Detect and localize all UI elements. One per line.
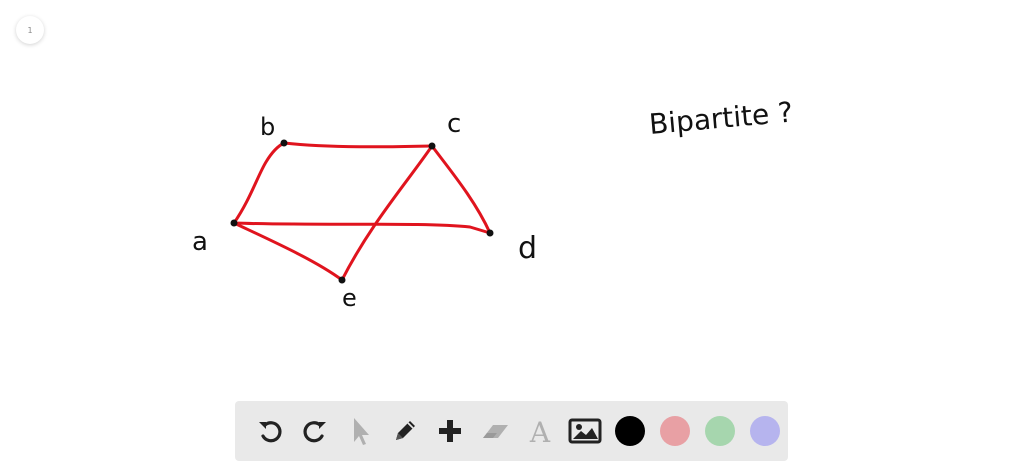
- edge-a-b: [232, 141, 286, 225]
- pencil-icon: [395, 421, 415, 440]
- redo-icon: [303, 421, 326, 443]
- edge-c-d: [430, 144, 492, 235]
- add-button[interactable]: [427, 409, 472, 454]
- vertex-b: [280, 139, 288, 147]
- graph-edges: [232, 141, 492, 282]
- vertex-a: [230, 219, 238, 227]
- image-icon: [568, 418, 601, 444]
- page-number-badge[interactable]: 1: [16, 16, 44, 44]
- redo-button[interactable]: [292, 409, 337, 454]
- plus-icon: [438, 420, 461, 442]
- undo-icon: [258, 421, 281, 443]
- vertex-label-b: b: [260, 113, 275, 141]
- vertex-label-e: e: [342, 284, 357, 312]
- eraser-icon: [482, 425, 508, 438]
- color-green-button[interactable]: [697, 409, 742, 454]
- edge-a-e: [232, 221, 344, 282]
- color-swatch-purple: [749, 416, 780, 446]
- image-tool-button[interactable]: [562, 409, 607, 454]
- drawing-toolbar: A: [235, 401, 788, 461]
- edge-b-c: [282, 141, 434, 149]
- graph-vertices: [230, 139, 494, 284]
- color-swatch-green: [704, 416, 735, 446]
- undo-button[interactable]: [247, 409, 292, 454]
- pointer-icon: [353, 418, 369, 445]
- edge-c-e: [340, 144, 434, 282]
- vertex-e: [338, 276, 346, 284]
- color-black-button[interactable]: [607, 409, 652, 454]
- whiteboard-canvas[interactable]: a b c d e Bipartite ?: [0, 0, 1024, 400]
- eraser-tool-button[interactable]: [472, 409, 517, 454]
- vertex-d: [486, 229, 494, 237]
- vertex-c: [428, 142, 436, 150]
- page-number: 1: [27, 25, 33, 35]
- vertex-label-c: c: [447, 109, 461, 139]
- text-tool-button[interactable]: A: [517, 409, 562, 454]
- vertex-label-d: d: [518, 231, 537, 266]
- question-text: Bipartite ?: [648, 96, 794, 141]
- text-tool-glyph: A: [528, 416, 550, 446]
- pen-tool-button[interactable]: [382, 409, 427, 454]
- color-purple-button[interactable]: [742, 409, 787, 454]
- edge-a-d: [232, 221, 492, 235]
- vertex-labels: a b c d e: [192, 109, 537, 312]
- text-icon: A: [528, 416, 550, 446]
- color-swatch-red: [659, 416, 690, 446]
- color-red-button[interactable]: [652, 409, 697, 454]
- select-tool-button[interactable]: [337, 409, 382, 454]
- color-swatch-black: [614, 416, 645, 446]
- vertex-label-a: a: [192, 227, 208, 257]
